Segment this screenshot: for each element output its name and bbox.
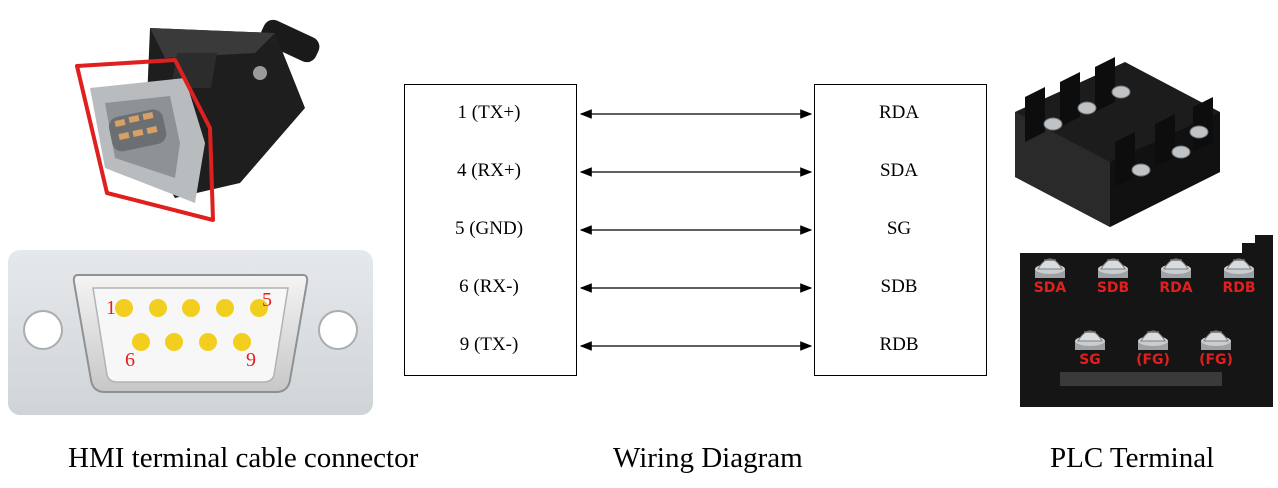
plc-pin-label: SG: [886, 218, 912, 239]
plc-pin-label: RDA: [878, 102, 920, 123]
terminal-label: SDA: [1034, 280, 1067, 296]
hmi-caption: HMI terminal cable connector: [68, 442, 419, 474]
hmi-pin-label: 1 (TX+): [457, 102, 521, 123]
hmi-pin-label: 4 (RX+): [456, 160, 521, 181]
terminal-label: SG: [1079, 352, 1101, 368]
db9-connector-front-view: 1 5 6 9: [8, 250, 373, 415]
terminal-screw: [1035, 258, 1065, 278]
terminal-block-3d-illustration: [1015, 57, 1220, 227]
plc-pin-box: [814, 84, 987, 376]
terminal-top-view: SDA SDB RDA RDB SG (FG) (FG): [1020, 235, 1273, 407]
pin-number-6: 6: [125, 349, 135, 371]
plc-pin-label: SDB: [880, 276, 918, 297]
wiring-caption: Wiring Diagram: [613, 442, 803, 474]
terminal-label: RDB: [1222, 280, 1255, 296]
hmi-pin-label: 6 (RX-): [459, 276, 519, 297]
terminal-screw: [1098, 258, 1128, 278]
terminal-screw: [1201, 330, 1231, 350]
hmi-pin-box: [404, 84, 577, 376]
terminal-screw: [1075, 330, 1105, 350]
terminal-screw: [1224, 258, 1254, 278]
terminal-label: SDB: [1097, 280, 1129, 296]
db9-connector-3d-illustration: [75, 19, 320, 222]
pin-number-5: 5: [262, 289, 272, 311]
terminal-label: (FG): [1136, 352, 1170, 368]
pin-number-9: 9: [246, 349, 256, 371]
plc-pin-label: RDB: [879, 334, 919, 355]
highlight-outline: [75, 58, 215, 222]
terminal-screw: [1138, 330, 1168, 350]
terminal-screw: [1161, 258, 1191, 278]
plc-caption: PLC Terminal: [1050, 442, 1215, 474]
terminal-label: RDA: [1159, 280, 1192, 296]
terminal-label: (FG): [1199, 352, 1233, 368]
hmi-pin-label: 5 (GND): [454, 218, 524, 239]
plc-pin-label: SDA: [879, 160, 918, 181]
hmi-pin-label: 9 (TX-): [459, 334, 519, 355]
pin-number-1: 1: [106, 297, 116, 319]
